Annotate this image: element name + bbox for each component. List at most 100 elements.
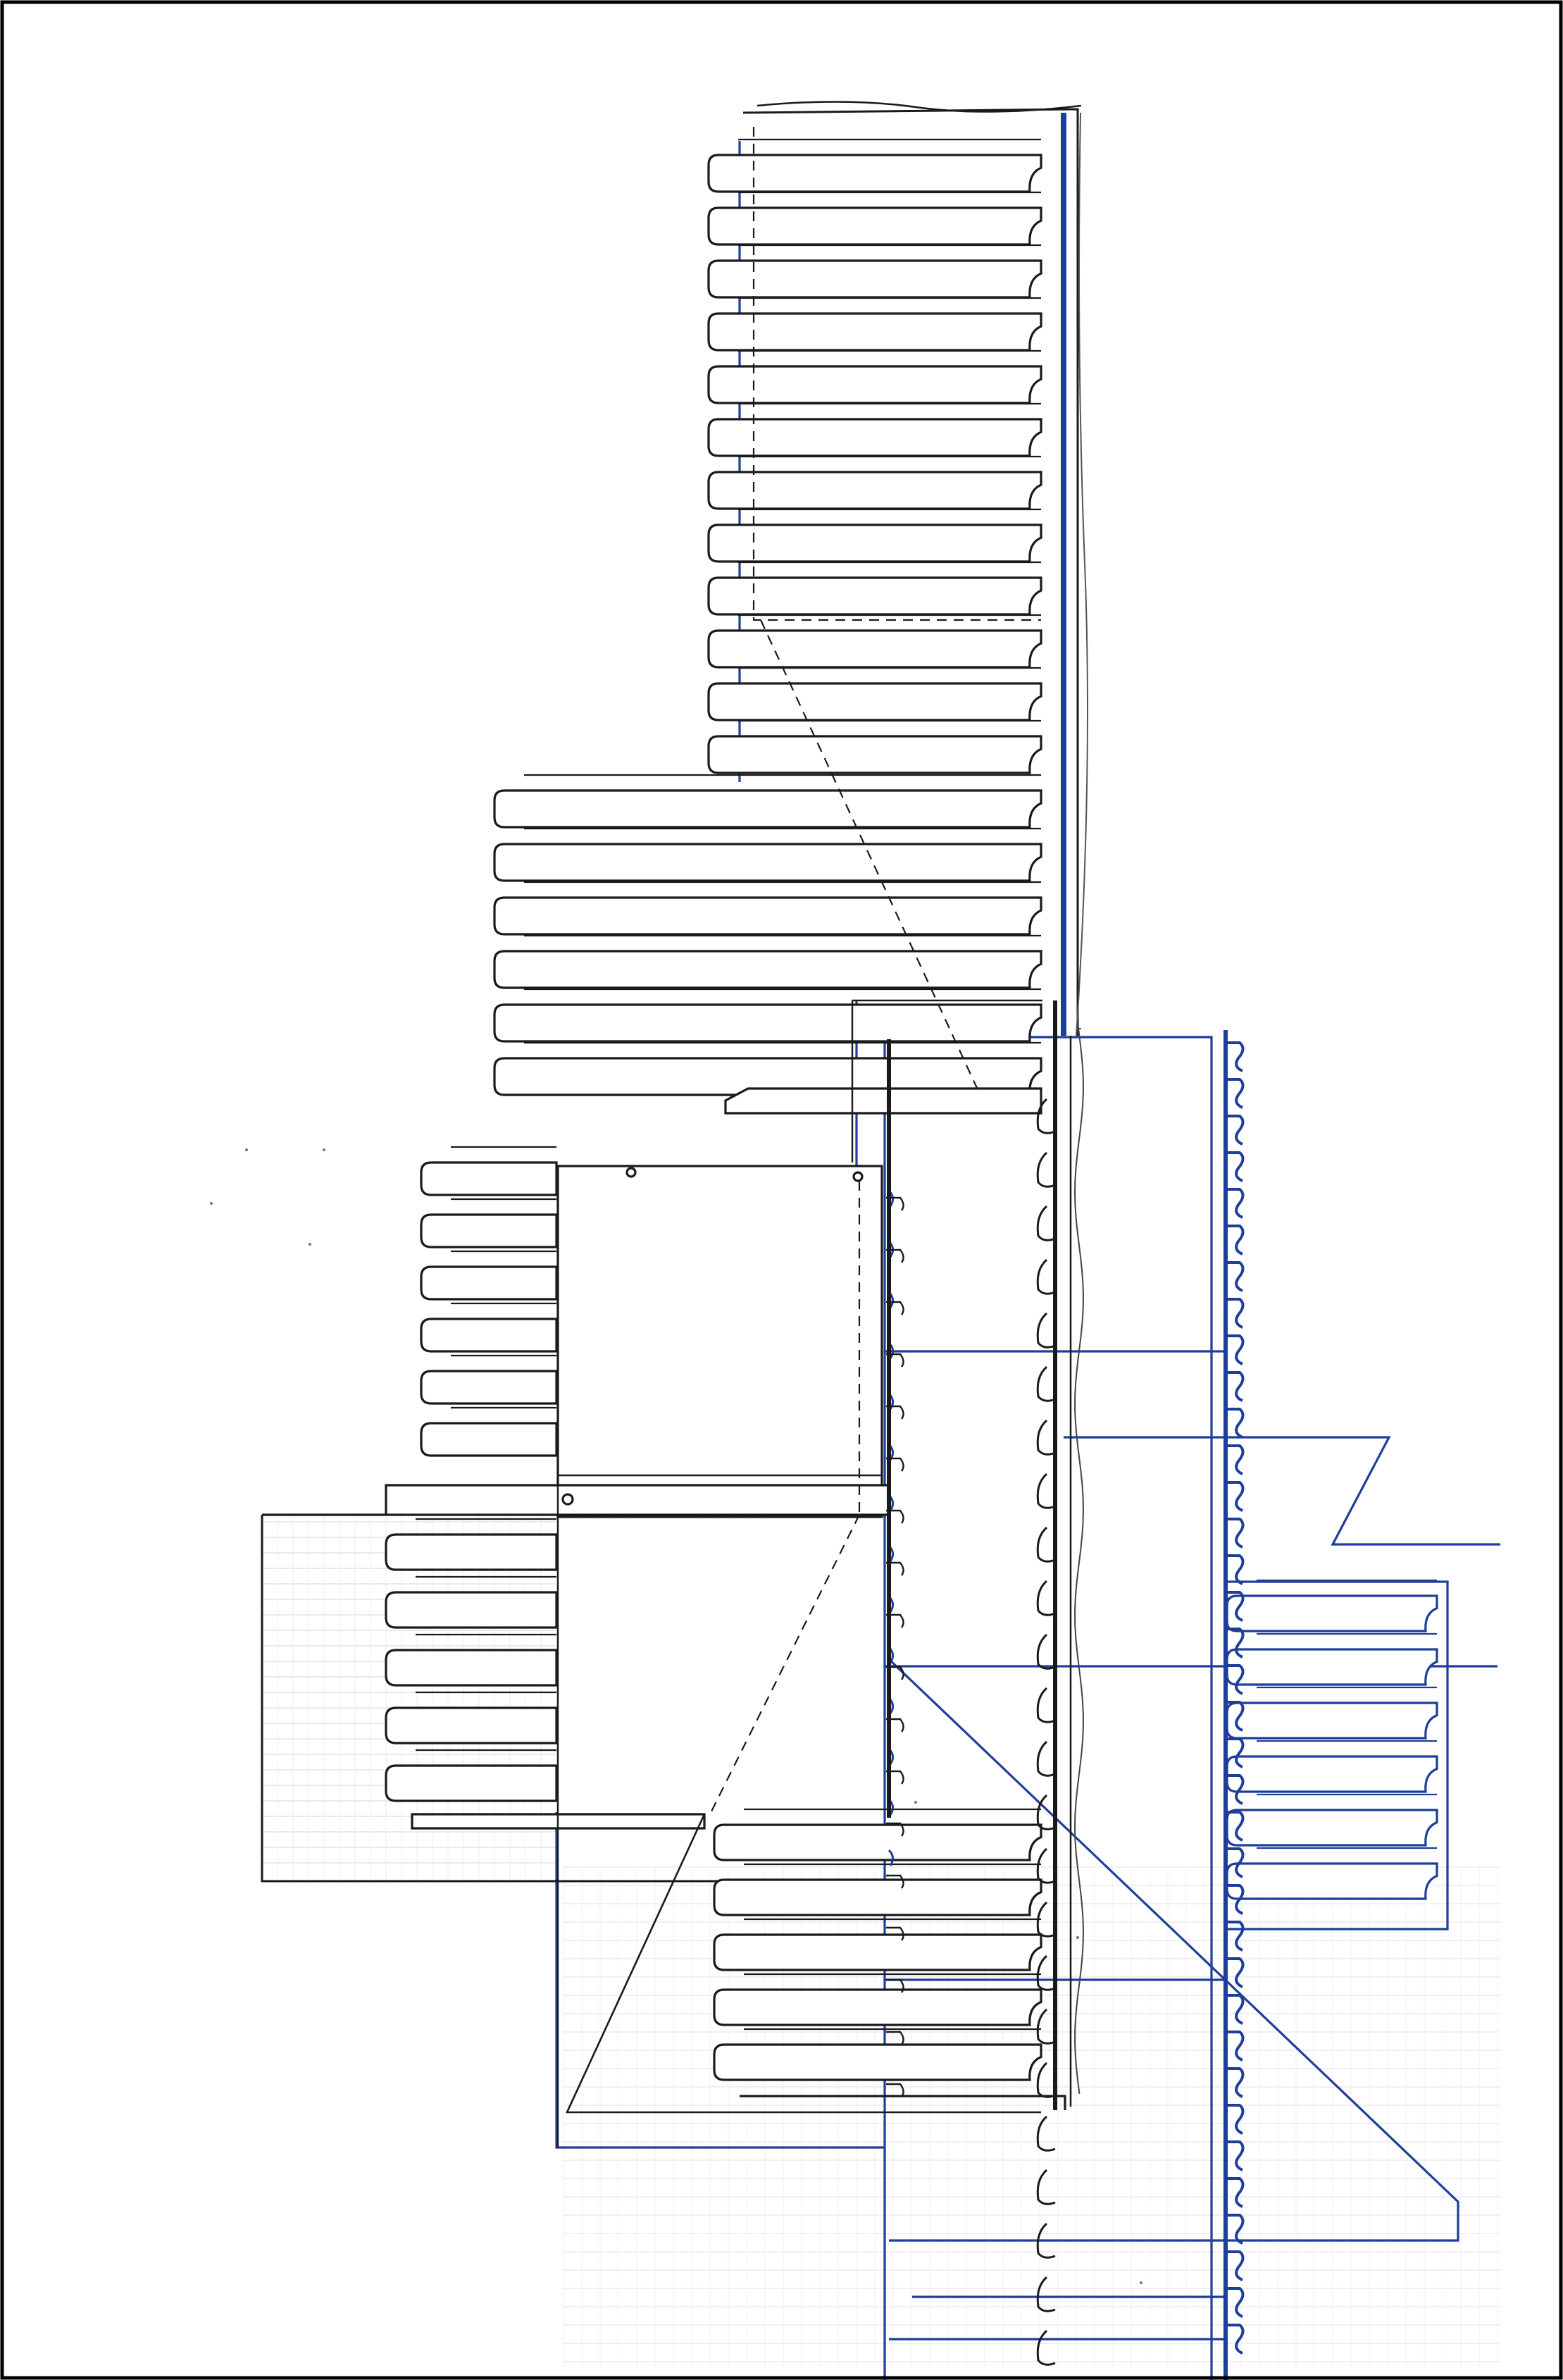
mid-hook (1036, 2115, 1056, 2152)
mid-hook (1036, 2062, 1056, 2098)
dashed-outline (752, 127, 1041, 621)
blue-right-slab (1226, 1862, 1438, 1900)
blue-hook (1227, 2214, 1245, 2245)
dashed-diagonal-lower (709, 1514, 860, 1815)
tower-slab (707, 259, 1042, 299)
blue-hook (1227, 1921, 1245, 1952)
mid-hook (1036, 1098, 1056, 1134)
left-slabs (385, 1146, 890, 1518)
lower-base-frame (261, 1515, 889, 1883)
blue-right-slab (1226, 1594, 1438, 1632)
left-slab (420, 1422, 558, 1457)
wide-slab (493, 789, 1042, 829)
mid-hook (1036, 2008, 1056, 2045)
blue-hook (1227, 2177, 1245, 2208)
ragged-edge (1073, 1028, 1085, 2095)
blue-hook (1227, 1188, 1245, 1219)
blue-hook (1227, 1481, 1245, 1512)
low-small-slab (713, 2043, 1042, 2081)
blue-lower-frame (555, 1812, 885, 2149)
inner-clip (886, 1301, 904, 1315)
blue-hook (1227, 1444, 1245, 1475)
mid-hook (1036, 1312, 1056, 1349)
blue-hook (1227, 1664, 1245, 1695)
blue-right-slab (1226, 1648, 1438, 1686)
tower-slab (707, 629, 1042, 669)
inner-clip (886, 2031, 904, 2045)
blue-hook (1227, 1847, 1245, 1878)
tower-slab (707, 682, 1042, 721)
tower-slab (707, 365, 1042, 404)
mid-hook (1036, 2169, 1056, 2205)
inner-clip (886, 1926, 904, 1941)
inner-clip (886, 1509, 904, 1524)
lower-slabs (261, 1513, 889, 1883)
blue-hook (1227, 1884, 1245, 1915)
blue-hook (1227, 1078, 1245, 1109)
wide-slab (493, 950, 1042, 989)
blue-hook (1227, 1298, 1245, 1329)
inner-clip (886, 1874, 904, 1889)
blue-column-hooks (888, 1041, 1245, 2355)
inner-clip (886, 1457, 904, 1472)
left-ledge (385, 1484, 890, 1516)
lower-left-slab (385, 1706, 558, 1744)
mid-hook (1036, 1258, 1056, 1295)
blue-right-slab (1226, 1702, 1438, 1740)
tower-top-edge (756, 101, 1082, 113)
lower-left-slab (385, 1533, 558, 1571)
mid-hook (1036, 1580, 1056, 1616)
inner-clip (886, 1613, 904, 1628)
low-small-slab (713, 1878, 1042, 1916)
pencil-dot (914, 1801, 917, 1804)
mid-column-hooks (886, 1000, 1072, 2366)
mid-hook (1036, 1473, 1056, 1509)
tower-slab (707, 206, 1042, 246)
mid-hook (1036, 2276, 1056, 2312)
lower-left-slab (385, 1591, 558, 1629)
blue-hook (1227, 2067, 1245, 2098)
blue-right-slabs (1226, 1579, 1438, 1900)
inner-clip (886, 1822, 904, 1837)
mid-hook (1036, 2329, 1056, 2366)
mid-hook (1036, 1847, 1056, 1884)
mid-hook (1036, 1901, 1056, 1938)
pencil-dot (1140, 2281, 1142, 2284)
inner-clip (886, 1248, 904, 1263)
left-slab (420, 1370, 558, 1405)
inner-clip (886, 1561, 904, 1576)
blue-hook (1227, 1371, 1245, 1402)
low-base-line (740, 2095, 1066, 2110)
blue-inner-hook (888, 1849, 894, 1866)
low-small-slab (713, 1933, 1042, 1971)
blue-hook (1227, 1554, 1245, 1585)
mid-hook (1036, 1687, 1056, 1723)
pencil-dot (1076, 1936, 1079, 1939)
low-small-slab (713, 1823, 1042, 1861)
tower-outline (742, 108, 1079, 1036)
blue-hook (1227, 1591, 1245, 1622)
bolt-mark (852, 1171, 864, 1182)
inner-clip (886, 1718, 904, 1733)
construction-lines (210, 127, 1142, 2284)
pencil-dot (309, 1243, 311, 1246)
left-slab (420, 1213, 558, 1248)
tower-slab (707, 576, 1042, 616)
dashed-diagonal-upper (760, 619, 981, 1096)
wide-slab (493, 896, 1042, 936)
blue-right-slab (1226, 1755, 1438, 1793)
blue-hook (1227, 1115, 1245, 1146)
lower-left-slab (385, 1649, 558, 1687)
mid-hook (1036, 1954, 1056, 1991)
left-slab (420, 1161, 558, 1196)
blue-hook (1227, 1957, 1245, 1988)
bolt-mark (625, 1167, 637, 1178)
inner-clip (886, 1196, 904, 1211)
tower-ragged-edge (1076, 112, 1088, 1036)
blue-hook (1227, 1408, 1245, 1439)
pencil-dot (245, 1148, 248, 1151)
blue-hook (1227, 1041, 1245, 1072)
inner-clip (886, 1405, 904, 1420)
